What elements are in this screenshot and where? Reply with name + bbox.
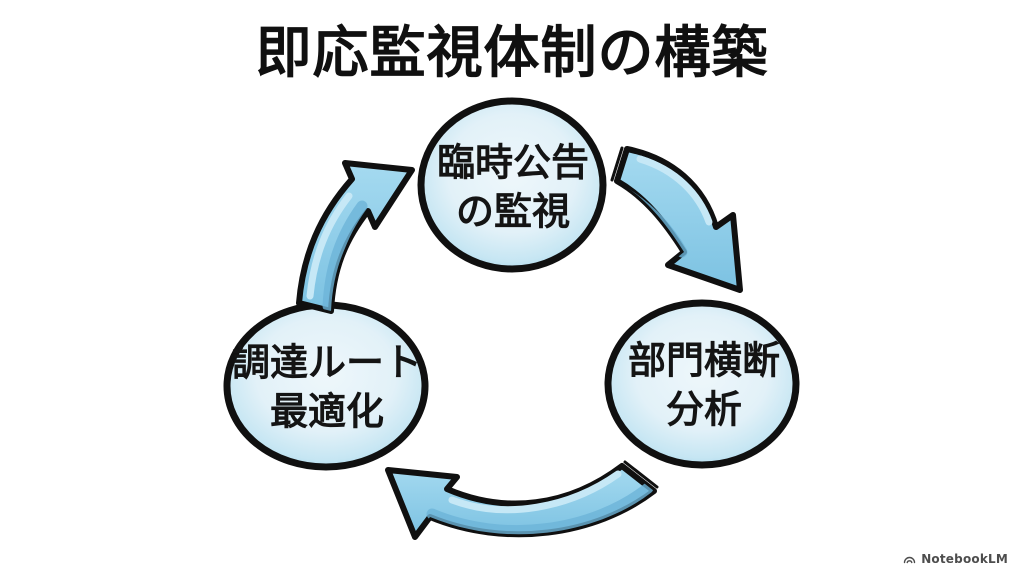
notebooklm-logo-icon [903, 556, 916, 563]
node-label-line-1: 臨時公告 [436, 140, 590, 185]
notebooklm-watermark: NotebookLM [903, 552, 1008, 566]
node-label-line-1: 調達ルート [231, 340, 423, 385]
arrow-left-to-top [296, 160, 415, 314]
node-label-line-2: 最適化 [269, 389, 385, 433]
node-label-procurement-route-optimization: 調達ルート 最適化 [232, 338, 422, 435]
node-circle-temporary-announcement-monitoring [417, 97, 607, 273]
node-circle-cross-department-analysis [604, 299, 800, 469]
page-title: 即応監視体制の構築 [255, 21, 769, 86]
arrow-right-to-left [385, 460, 659, 540]
node-label-line-2: の監視 [455, 189, 571, 233]
node-label-temporary-announcement-monitoring: 臨時公告 の監視 [437, 138, 589, 235]
arrow-top-to-right [610, 146, 743, 293]
node-label-line-1: 部門横断 [627, 338, 781, 383]
watermark-label: NotebookLM [921, 552, 1008, 566]
node-label-line-2: 分析 [665, 387, 743, 431]
node-label-cross-department-analysis: 部門横断 分析 [628, 336, 780, 433]
